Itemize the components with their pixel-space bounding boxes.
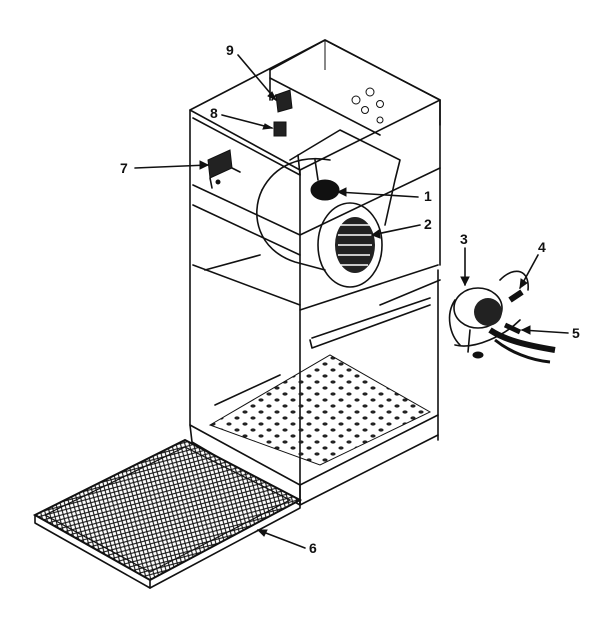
blower-assembly	[256, 129, 401, 288]
leader-lines	[134, 54, 569, 549]
callout-6: 6	[309, 540, 317, 556]
air-filter	[32, 438, 303, 589]
switch-bracket	[207, 149, 241, 189]
callout-9: 9	[226, 42, 234, 58]
callout-8: 8	[210, 105, 218, 121]
callout-7: 7	[120, 160, 128, 176]
cabinet	[189, 39, 441, 506]
callout-2: 2	[424, 216, 432, 232]
callout-1: 1	[424, 188, 432, 204]
capacitor	[499, 270, 529, 303]
power-cord	[503, 322, 522, 335]
callout-4: 4	[538, 239, 546, 255]
motor	[448, 287, 556, 364]
callout-5: 5	[572, 325, 580, 341]
callout-3: 3	[460, 231, 468, 247]
relay-components	[271, 89, 293, 137]
